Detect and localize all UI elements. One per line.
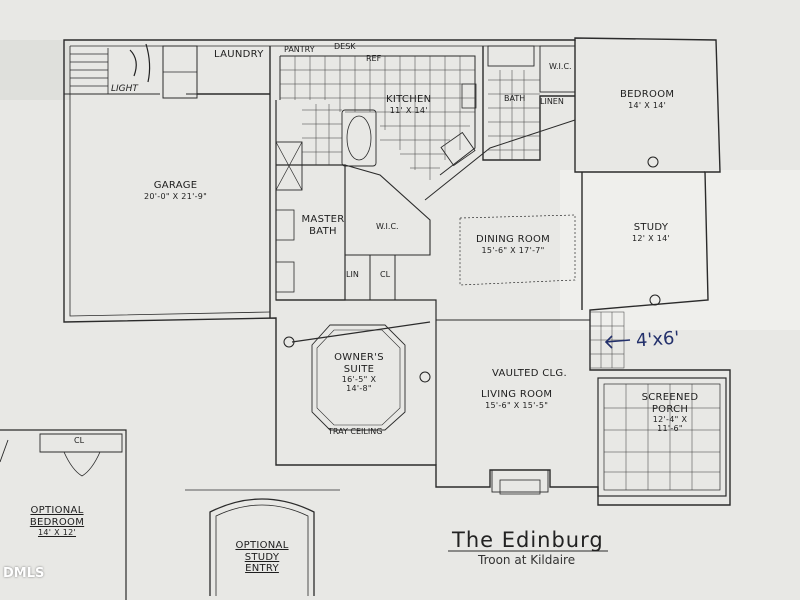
stairs [70,48,109,94]
laundry-wall [197,46,271,95]
paper-glare-left [0,40,70,100]
light-label: LIGHT [111,84,138,94]
owners-sketch-line [291,321,431,343]
optional-study-arch-inner [215,504,309,596]
bath-tub [487,45,535,67]
light-fixture-sketch [129,43,151,83]
vanity-top [275,209,295,241]
vanity-bottom [275,261,295,293]
screened-porch-frame [597,377,727,497]
optional-cl [39,433,123,453]
optional-door [0,439,9,463]
outlet-symbol-bedroom [647,156,659,168]
master-bath-tile-grid [302,104,342,165]
optional-study-arch [209,498,315,596]
wic-master-wall [344,164,431,256]
annotation-arrow [604,335,631,349]
shower [275,141,303,191]
fireplace [491,469,549,493]
outlet-symbol-study [649,294,661,306]
bath-wall [482,46,575,161]
paper-glare [560,170,800,330]
master-tub-basin [346,115,372,161]
handwritten-dimension-note: 4'x6' [635,327,681,352]
outer-wall [63,37,731,506]
kitchen-tile-grid [280,56,475,180]
plan-subtitle: Troon at Kildaire [478,553,576,567]
bath-tile-grid [488,70,540,160]
dining-outline [459,214,576,286]
screened-porch-inner [603,383,721,491]
optional-bedroom-wall [0,429,127,600]
plan-title: The Edinburg [452,528,604,552]
tray-ceiling-outline [311,324,406,431]
outlet-symbol-living [419,371,431,383]
sink [440,131,476,167]
tray-ceiling-inner [316,329,401,426]
bedroom-wall [574,40,705,173]
outer-wall-inner [69,45,570,317]
porch-tile-grid [604,384,720,490]
watermark-text: DMLS [3,566,45,581]
owners-suite-wall [276,299,437,465]
fireplace-hearth [499,479,541,495]
optional-door-arc [63,451,101,477]
kitchen-counter [279,55,476,176]
kitchen-diagonal [424,119,576,201]
